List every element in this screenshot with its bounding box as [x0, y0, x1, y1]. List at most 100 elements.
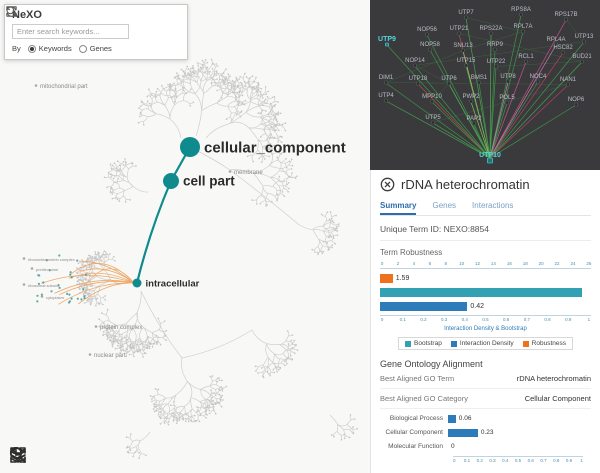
- gene-node-BMS1[interactable]: [477, 80, 481, 85]
- minor-term-label[interactable]: cytoplasm: [46, 295, 65, 300]
- minor-term-label[interactable]: ribonucleoprotein complex: [28, 257, 75, 262]
- gene-node-UTP8[interactable]: [506, 79, 510, 84]
- gene-node-MPP10[interactable]: [430, 99, 434, 104]
- gene-node-UTP10[interactable]: [487, 157, 493, 164]
- gene-label-BMS1[interactable]: BMS1: [471, 75, 488, 81]
- tab-genes[interactable]: Genes: [432, 201, 457, 210]
- gene-node-NOP6[interactable]: [574, 102, 578, 107]
- gene-label-NOP6[interactable]: NOP6: [568, 97, 585, 103]
- gene-label-RPL4A[interactable]: RPL4A: [546, 37, 565, 43]
- minor-term-node[interactable]: [40, 295, 44, 298]
- refresh-icon[interactable]: [6, 6, 163, 38]
- tab-interactions[interactable]: Interactions: [472, 201, 514, 210]
- search-input[interactable]: [12, 24, 129, 39]
- gene-label-NAN1[interactable]: NAN1: [560, 77, 577, 83]
- minor-term-label[interactable]: ribosomal subunit: [28, 283, 60, 288]
- gene-node-NOP14[interactable]: [413, 63, 417, 68]
- minor-term-node[interactable]: [22, 283, 26, 286]
- gene-label-RPS17B[interactable]: RPS17B: [554, 12, 577, 18]
- gene-label-PWP2[interactable]: PWP2: [462, 94, 480, 100]
- minor-term-node[interactable]: [34, 84, 38, 87]
- gene-node-PAP2[interactable]: [472, 121, 476, 126]
- gene-label-PAP2[interactable]: PAP2: [467, 116, 483, 122]
- gene-label-UTP7[interactable]: UTP7: [458, 10, 474, 16]
- gene-label-BUD21[interactable]: BUD21: [572, 54, 592, 60]
- search-by-keywords-radio[interactable]: Keywords: [27, 44, 72, 53]
- close-icon[interactable]: [380, 177, 395, 192]
- gene-label-UTP9[interactable]: UTP9: [378, 36, 396, 43]
- gene-node-HSC82[interactable]: [561, 50, 565, 55]
- gene-node-NOP56[interactable]: [425, 32, 429, 37]
- minor-term-label[interactable]: preribosome: [36, 267, 59, 272]
- term-node-intracellular[interactable]: [132, 278, 142, 288]
- minor-term-node[interactable]: [94, 325, 98, 328]
- gene-node-RPL4A[interactable]: [554, 42, 558, 47]
- gene-node-RPS17B[interactable]: [564, 17, 568, 22]
- gene-label-NOC4[interactable]: NOC4: [530, 74, 547, 80]
- gene-network-canvas[interactable]: UTP9 UTP7 RPS8A RPS17B NOP56 UTP21 RPS22A RPL7A…: [370, 0, 600, 170]
- gene-label-RRP9[interactable]: RRP9: [487, 42, 504, 48]
- gene-node-RCL1[interactable]: [524, 59, 528, 64]
- gene-node-NAN1[interactable]: [566, 82, 570, 87]
- search-icon[interactable]: [6, 6, 146, 38]
- minor-term-label[interactable]: membrane: [234, 170, 263, 176]
- expand-icon[interactable]: [6, 6, 180, 38]
- gene-node-NOC4[interactable]: [536, 79, 540, 84]
- gene-label-UTP21[interactable]: UTP21: [450, 26, 469, 32]
- gene-node-UTP7[interactable]: [464, 15, 468, 20]
- gene-node-NOP58[interactable]: [428, 47, 432, 52]
- layers-button[interactable]: [10, 445, 157, 466]
- minor-term-node[interactable]: [228, 170, 232, 173]
- gene-node-RPS22A[interactable]: [489, 31, 493, 36]
- fit-to-screen-button[interactable]: [10, 445, 93, 466]
- gene-node-RRP9[interactable]: [493, 47, 497, 52]
- gene-node-RPS8A[interactable]: [519, 12, 523, 17]
- minor-term-node[interactable]: [22, 257, 26, 260]
- gene-node-SNU13[interactable]: [461, 48, 465, 53]
- gene-label-NOP56[interactable]: NOP56: [417, 27, 437, 33]
- gene-label-UTP22[interactable]: UTP22: [487, 59, 506, 65]
- zoom-out-button[interactable]: [10, 445, 61, 466]
- gene-label-UTP18[interactable]: UTP18: [409, 76, 428, 82]
- minor-term-label[interactable]: mitochondrial part: [40, 84, 88, 90]
- gene-node-RPL7A[interactable]: [521, 29, 525, 34]
- gene-label-UTP10[interactable]: UTP10: [479, 152, 501, 159]
- gene-label-RPL7A[interactable]: RPL7A: [513, 24, 532, 30]
- gene-label-RCL1[interactable]: RCL1: [518, 54, 534, 60]
- gene-node-UTP18[interactable]: [416, 81, 420, 86]
- gene-node-UTP4[interactable]: [384, 98, 388, 103]
- term-node-cellular-component[interactable]: [180, 137, 200, 157]
- collapse-button[interactable]: [11, 445, 125, 466]
- gene-network-pane[interactable]: UTP9 UTP7 RPS8A RPS17B NOP56 UTP21 RPS22A RPL7A…: [370, 0, 600, 170]
- minor-term-label[interactable]: protein complex: [100, 325, 142, 331]
- gene-label-NOP14[interactable]: NOP14: [405, 58, 425, 64]
- gene-label-NOP58[interactable]: NOP58: [420, 42, 440, 48]
- gene-label-MPP10[interactable]: MPP10: [422, 94, 442, 100]
- minor-term-node[interactable]: [30, 267, 34, 270]
- gene-label-UTP8[interactable]: UTP8: [500, 74, 516, 80]
- term-label-cell-part[interactable]: cell part: [183, 174, 235, 189]
- gene-label-RPS8A[interactable]: RPS8A: [511, 7, 531, 13]
- gene-node-UTP21[interactable]: [457, 31, 461, 36]
- gene-label-HSC82[interactable]: HSC82: [553, 45, 573, 51]
- gene-label-UTP6[interactable]: UTP6: [441, 76, 457, 82]
- gene-node-DIM1[interactable]: [384, 80, 388, 85]
- gene-label-UTP4[interactable]: UTP4: [378, 93, 394, 99]
- gene-node-BUD21[interactable]: [580, 59, 584, 64]
- minor-term-node[interactable]: [88, 353, 92, 356]
- gene-label-UTP15[interactable]: UTP15: [457, 58, 476, 64]
- gene-node-POL5[interactable]: [505, 100, 509, 105]
- search-by-genes-radio[interactable]: Genes: [78, 44, 112, 53]
- gene-node-UTP15[interactable]: [464, 63, 468, 68]
- gene-node-UTP22[interactable]: [494, 64, 498, 69]
- tab-summary[interactable]: Summary: [380, 199, 417, 215]
- gene-label-UTP13[interactable]: UTP13: [575, 34, 594, 40]
- gene-label-RPS22A[interactable]: RPS22A: [479, 26, 502, 32]
- gene-label-SNU13[interactable]: SNU13: [453, 43, 473, 49]
- gene-node-UTP6[interactable]: [447, 81, 451, 86]
- term-label-cellular-component[interactable]: cellular_component: [204, 139, 346, 156]
- term-label-intracellular[interactable]: intracellular: [146, 278, 200, 289]
- gene-node-UTP5[interactable]: [431, 120, 435, 125]
